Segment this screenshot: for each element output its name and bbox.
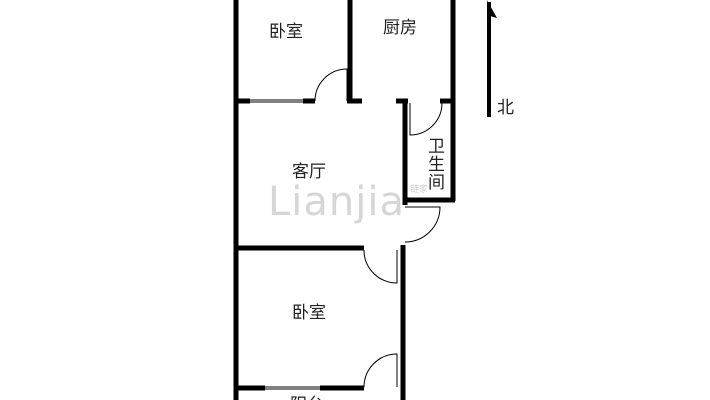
label-bathroom-3: 间 xyxy=(428,173,445,193)
north-label: 北 xyxy=(497,98,514,118)
doors xyxy=(314,68,443,388)
label-kitchen: 厨房 xyxy=(383,18,417,38)
label-living-room: 客厅 xyxy=(292,162,326,182)
door-bathroom xyxy=(409,102,443,136)
label-bedroom-top: 卧室 xyxy=(269,22,303,42)
door-top-bedroom xyxy=(314,68,348,102)
windows xyxy=(250,99,320,390)
label-bedroom-bottom: 卧室 xyxy=(292,303,326,323)
north-arrow: 北 xyxy=(487,0,514,118)
watermark: Lianjia 链家 xyxy=(268,179,428,225)
watermark-cn: 链家 xyxy=(410,183,428,195)
north-arrow-head-icon xyxy=(487,0,497,18)
label-bathroom-1: 卫 xyxy=(428,137,445,157)
door-balcony xyxy=(363,353,398,388)
label-bathroom-2: 生 xyxy=(428,155,445,175)
room-labels: 卧室 厨房 客厅 卫 生 间 卧室 阳台 xyxy=(269,18,445,400)
walls xyxy=(233,0,456,400)
label-balcony: 阳台 xyxy=(290,395,324,400)
door-entrance xyxy=(404,206,441,243)
watermark-text: Lianjia xyxy=(268,179,405,225)
door-bottom-bedroom xyxy=(363,249,398,284)
